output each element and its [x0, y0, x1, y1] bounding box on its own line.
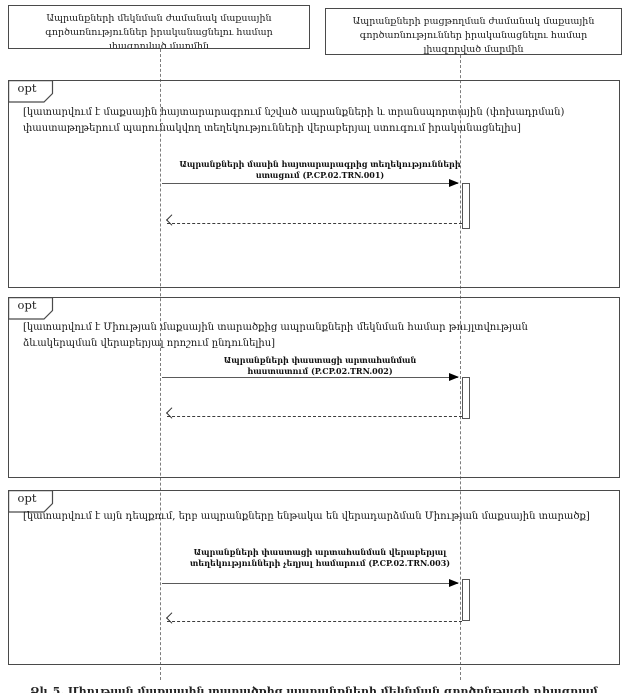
- opt-operator-label: opt: [17, 298, 37, 312]
- opt-operator-tab: opt: [8, 297, 54, 320]
- filled-arrowhead-icon: [449, 179, 459, 187]
- message-label: Ապրանքների փաստացի արտահանման վերաբերյալ…: [189, 547, 451, 568]
- return-message-arrow: [166, 612, 462, 624]
- activation-bar: [462, 579, 470, 621]
- opt-operator-label: opt: [17, 491, 37, 505]
- open-arrowhead-icon: [166, 214, 178, 226]
- actor-box-departure-authority: Ապրանքների մեկնման ժամանակ մաքսային գործ…: [8, 5, 310, 49]
- opt-tab-shape: [8, 490, 54, 513]
- figure-caption-clipped: Ձև 5. Միության մաքսային տարածքից ապրանքն…: [30, 685, 598, 693]
- return-message-arrow: [166, 407, 462, 419]
- activation-bar: [462, 183, 470, 229]
- message-label: Ապրանքների փաստացի արտահանման հաստատում …: [223, 355, 417, 376]
- filled-arrowhead-icon: [449, 579, 459, 587]
- guard-condition: [կատարվում է մաքսային հայտարարագրում նշվ…: [23, 107, 565, 134]
- sync-message-arrow: [162, 179, 459, 187]
- actor-box-release-authority: Ապրանքների բացթողման ժամանակ մաքսային գո…: [325, 8, 622, 55]
- open-arrowhead-icon: [166, 407, 178, 419]
- opt-tab-shape: [8, 80, 54, 103]
- guard-condition: [կատարվում է այն դեպքում, երբ ապրանքները…: [23, 511, 590, 522]
- open-arrowhead-icon: [166, 612, 178, 624]
- lifeline-left: [160, 49, 161, 680]
- sync-message-arrow: [162, 579, 459, 587]
- opt-operator-tab: opt: [8, 80, 54, 103]
- opt-fragment-2: opt [կատարվում է Միության մաքսային տարած…: [8, 297, 620, 478]
- sync-message-arrow: [162, 373, 459, 381]
- opt-operator-label: opt: [17, 81, 37, 95]
- lifeline-right: [460, 55, 461, 680]
- activation-bar: [462, 377, 470, 419]
- message-label: Ապրանքների մասին հայտարարագրից տեղեկությ…: [179, 159, 461, 180]
- opt-tab-shape: [8, 297, 54, 320]
- opt-fragment-1: opt [կատարվում է մաքսային հայտարարագրում…: [8, 80, 620, 288]
- actor-label: Ապրանքների բացթողման ժամանակ մաքսային գո…: [352, 16, 595, 55]
- actor-label: Ապրանքների մեկնման ժամանակ մաքսային գործ…: [45, 13, 273, 49]
- opt-fragment-3: opt [կատարվում է այն դեպքում, երբ ապրանք…: [8, 490, 620, 665]
- opt-operator-tab: opt: [8, 490, 54, 513]
- guard-condition: [կատարվում է Միության մաքսային տարածքից …: [23, 322, 528, 349]
- filled-arrowhead-icon: [449, 373, 459, 381]
- return-message-arrow: [166, 214, 462, 226]
